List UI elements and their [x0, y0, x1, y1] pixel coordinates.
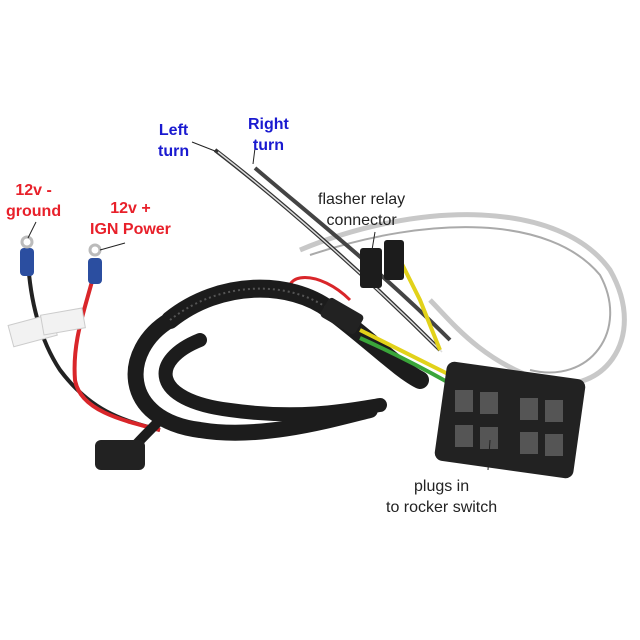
rocker-switch-plug: [434, 361, 586, 479]
label-flasher-relay-connector: flasher relay connector: [318, 189, 405, 231]
flasher-relay-connector: [360, 248, 382, 288]
label-left-turn: Left turn: [158, 120, 189, 162]
wire-loom: [120, 279, 429, 465]
label-12v-ground: 12v - ground: [6, 180, 61, 222]
label-rocker-switch: plugs in to rocker switch: [386, 476, 497, 518]
label-line: Right: [248, 116, 289, 133]
right-turn-wire: [253, 166, 452, 342]
label-line: ground: [6, 203, 62, 220]
fuse-holder-cap: [95, 440, 145, 470]
label-line: flasher relay: [318, 191, 406, 208]
label-line: turn: [158, 143, 190, 160]
label-line: IGN Power: [90, 221, 171, 238]
power-ring-terminal: [88, 258, 102, 284]
label-line: 12v +: [110, 200, 151, 217]
label-line: to rocker switch: [386, 499, 498, 516]
label-line: connector: [326, 212, 397, 229]
ground-ring-terminal: [20, 248, 34, 276]
label-line: 12v -: [15, 182, 52, 199]
label-right-turn: Right turn: [248, 114, 289, 156]
label-12v-ign-power: 12v + IGN Power: [90, 198, 171, 240]
label-line: turn: [252, 137, 284, 154]
power-wire: [72, 269, 161, 432]
grey-wire-loop: [299, 212, 627, 387]
label-line: plugs in: [413, 478, 470, 495]
label-line: Left: [158, 122, 189, 139]
